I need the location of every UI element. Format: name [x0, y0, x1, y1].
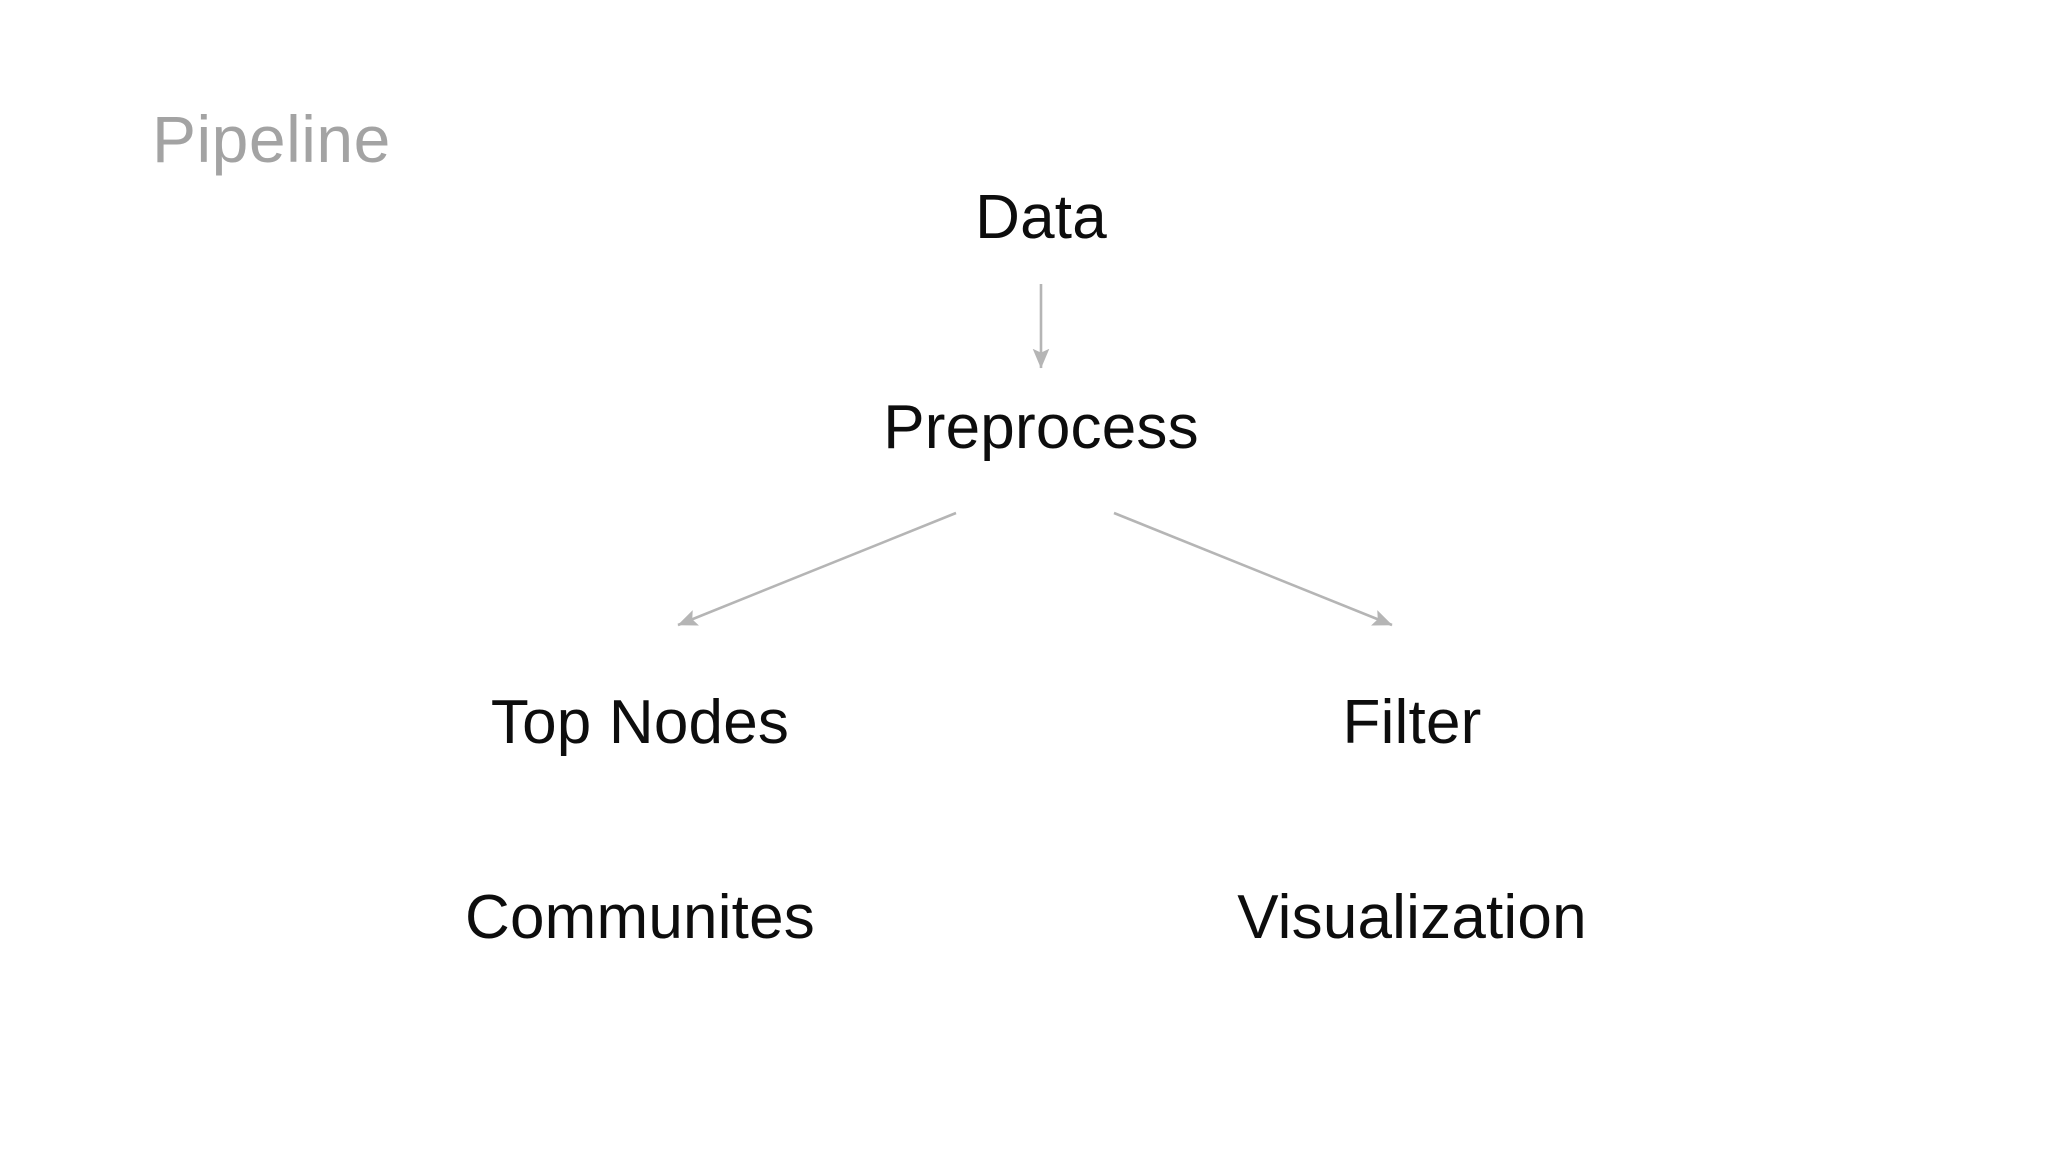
edge-preprocess-to-filter	[1113, 511, 1393, 627]
node-preprocess[interactable]: Preprocess	[883, 393, 1199, 462]
edge-preprocess-to-top-nodes	[677, 511, 957, 627]
node-filter[interactable]: Filter	[1342, 688, 1482, 757]
page-title: Pipeline	[152, 102, 391, 176]
node-visualization[interactable]: Visualization	[1237, 883, 1587, 952]
node-data[interactable]: Data	[975, 183, 1107, 252]
node-top-nodes[interactable]: Top Nodes	[490, 688, 790, 757]
node-communites[interactable]: Communites	[465, 883, 815, 952]
